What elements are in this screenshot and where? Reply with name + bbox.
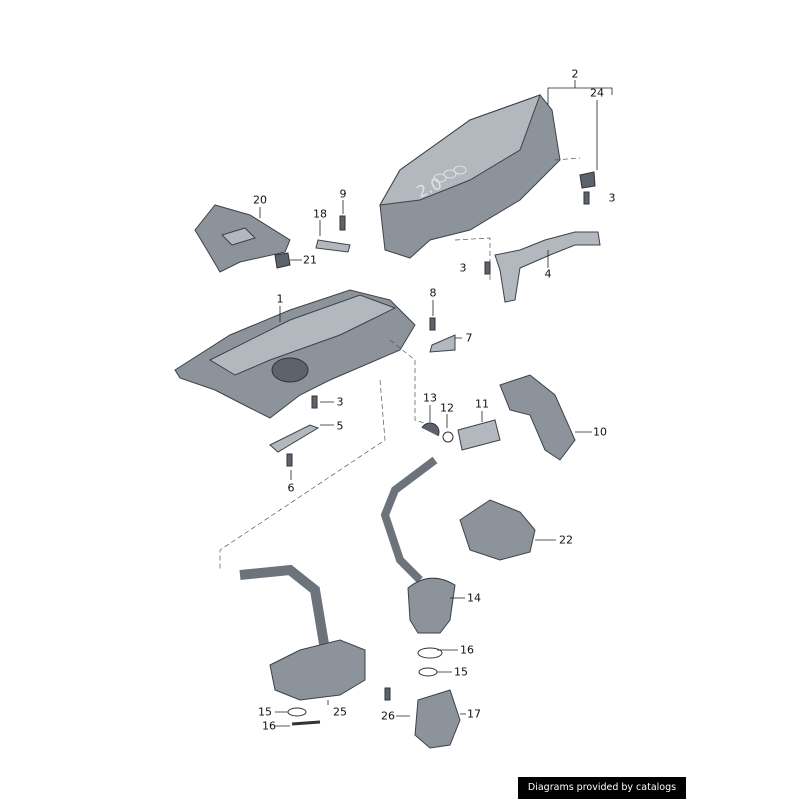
o-ring-15: [418, 667, 438, 677]
clip-13: [421, 422, 440, 437]
callout-12[interactable]: 12: [440, 401, 454, 415]
engine-cover-part-2[interactable]: 2.0: [379, 94, 561, 259]
pressure-valve-part-17: [414, 689, 461, 749]
callout-24[interactable]: 24: [590, 86, 604, 100]
callout-3[interactable]: 3: [336, 395, 344, 409]
callout-7[interactable]: 7: [465, 331, 473, 345]
credit-banner: Diagrams provided by catalogs parts: [518, 777, 686, 799]
callout-15[interactable]: 15: [258, 705, 272, 719]
callout-22[interactable]: 22: [559, 533, 573, 547]
callout-16[interactable]: 16: [460, 643, 474, 657]
callout-6[interactable]: 6: [287, 481, 295, 495]
clip-16b: [291, 720, 321, 726]
callout-21[interactable]: 21: [303, 253, 317, 267]
callout-20[interactable]: 20: [253, 193, 267, 207]
callout-1[interactable]: 1: [276, 292, 284, 306]
callout-18[interactable]: 18: [313, 207, 327, 221]
callout-3[interactable]: 3: [459, 261, 467, 275]
callout-17[interactable]: 17: [467, 707, 481, 721]
heat-shield-part-22: [459, 499, 536, 561]
callout-13[interactable]: 13: [423, 391, 437, 405]
rubber-grommet-24: [579, 171, 596, 189]
callout-26[interactable]: 26: [381, 709, 395, 723]
callout-8[interactable]: 8: [429, 286, 437, 300]
oil-separator-part-14: [407, 577, 456, 634]
callout-4[interactable]: 4: [544, 267, 552, 281]
callout-14[interactable]: 14: [467, 591, 481, 605]
callout-10[interactable]: 10: [593, 425, 607, 439]
callout-11[interactable]: 11: [475, 397, 489, 411]
bracket-18: [315, 239, 351, 253]
callout-25[interactable]: 25: [333, 705, 347, 719]
bracket-5: [269, 424, 320, 453]
valve-11: [457, 419, 501, 451]
breather-pipe-part-4: [494, 231, 601, 303]
o-ring-15b: [287, 707, 307, 717]
clip-16: [417, 647, 443, 659]
hose-part-10: [499, 374, 576, 461]
breather-hose: [380, 456, 438, 583]
bracket-7: [429, 334, 456, 353]
callout-2[interactable]: 2: [571, 67, 579, 81]
callout-9[interactable]: 9: [339, 187, 347, 201]
o-ring-12: [442, 431, 454, 443]
callout-3[interactable]: 3: [608, 191, 616, 205]
callout-5[interactable]: 5: [336, 419, 344, 433]
callout-16[interactable]: 16: [262, 719, 276, 733]
oil-separator-part-25: [269, 639, 366, 701]
callout-15[interactable]: 15: [454, 665, 468, 679]
clip-21: [274, 252, 291, 269]
cylinder-head-cover-part-1[interactable]: [174, 289, 416, 419]
